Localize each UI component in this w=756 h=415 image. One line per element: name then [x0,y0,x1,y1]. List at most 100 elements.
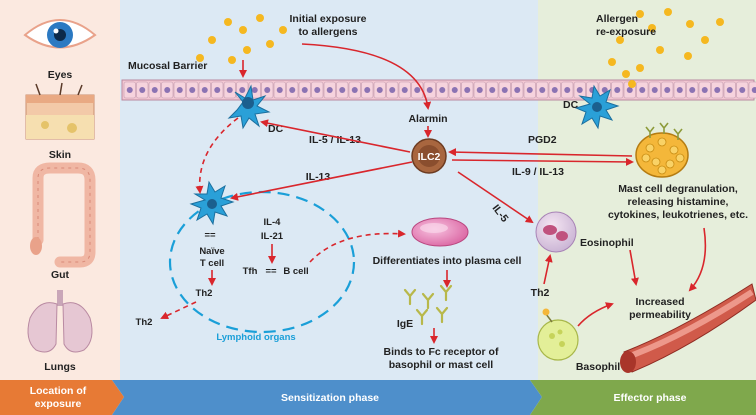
sensitization-phase-label: Sensitization phase [281,392,379,404]
dendritic-cell-effector [574,84,620,130]
plasma-cell-label: Differentiates into plasma cell [373,255,522,267]
organ-label-skin: Skin [49,149,71,161]
arrow-th2-to-eosinophil [543,254,553,285]
b-cell-label: B cell [283,266,308,277]
mast-granule [645,143,655,153]
epithelial-nucleus [126,87,133,93]
epithelial-nucleus [239,87,246,93]
mast-cell-label-1: Mast cell degranulation, [618,183,738,195]
initial-exposure-label-2: to allergens [299,26,358,38]
mast-granule [665,159,675,169]
epithelial-nucleus [576,87,583,93]
epithelial-nucleus [401,87,408,93]
mast-granule [657,165,667,175]
epithelial-nucleus [614,87,621,93]
allergen-dot [622,70,630,78]
allergen-dot [196,54,204,62]
allergen-dot [616,36,624,44]
epithelial-nucleus [526,87,533,93]
effector-phase-bar [530,380,756,415]
increased-label-2: permeability [629,309,691,321]
epithelial-nucleus [726,87,733,93]
epithelial-nucleus [551,87,558,93]
epithelial-nucleus [351,87,358,93]
ige-antibody [435,306,449,324]
epithelial-nucleus [751,87,756,93]
allergen-dot [239,26,247,34]
basophil-cell [537,308,579,361]
arrow-bcell-to-plasma [309,229,406,263]
allergen-dot [701,36,709,44]
lungs-icon [27,290,93,353]
arrow-ilc2-to-lymphoid [230,161,413,201]
ige-receptor [659,122,669,134]
epithelial-nucleus [414,87,421,93]
mast-cell-label-2: releasing histamine, [628,196,729,208]
gut-icon [30,162,96,268]
epithelial-nucleus [314,87,321,93]
epithelial-nucleus [426,87,433,93]
ige-antibody [403,288,417,306]
epithelial-nucleus [689,87,696,93]
epithelial-nucleus [251,87,258,93]
skin-icon [25,82,95,140]
allergen-dot [608,58,616,66]
allergen-dot [716,18,724,26]
il5-il13-label: IL-5 / IL-13 [309,134,361,146]
location-phase-bar [0,380,124,415]
arrow-th2-out [160,301,197,320]
alarmin-label: Alarmin [408,113,447,125]
initial-exposure-label-1: Initial exposure [289,13,366,25]
allergen-dot [636,64,644,72]
epithelial-nucleus [626,87,633,93]
mast-granule [675,153,685,163]
location-label-1: Location of [30,385,87,397]
arrow-mast-to-permeability [688,227,707,292]
epithelial-nucleus [476,87,483,93]
naive-t-cell-label-2: T cell [200,258,224,269]
arrow-mast-to-ilc2 [448,148,633,157]
mast-granule [641,153,651,163]
mast-cell [635,122,689,178]
th2-inner-label: Th2 [196,288,213,299]
mast-granule [657,137,667,147]
epithelial-nucleus [264,87,271,93]
allergen-dot [256,14,264,22]
ilc2-cell [411,138,447,174]
organ-label-gut: Gut [51,269,70,281]
organ-label-lungs: Lungs [44,361,76,373]
epithelial-nucleus [464,87,471,93]
epithelial-nucleus [189,87,196,93]
ige-receptor [645,126,655,138]
epithelial-nucleus [564,87,571,93]
epithelial-nucleus [389,87,396,93]
il21-label: IL-21 [261,231,284,242]
eosinophil-cell [535,211,577,253]
barrier-cells [123,81,756,99]
mast-granule [669,145,679,155]
epithelial-nucleus [164,87,171,93]
allergen-dot [266,40,274,48]
arrow-basophil-to-permeability [577,302,614,327]
epithelial-nucleus [701,87,708,93]
ilc2-label: ILC2 [418,151,441,163]
dendritic-cell-lymphoid [189,180,235,226]
reexposure-label-1: Allergen [596,13,638,25]
epithelial-nucleus [151,87,158,93]
epithelial-nucleus [664,87,671,93]
binds-fc-label-2: basophil or mast cell [389,359,494,371]
allergen-dot [228,56,236,64]
dendritic-cell-sensitization [227,84,271,130]
allergen-particles [196,8,724,88]
th2-effector-label: Th2 [531,287,550,299]
allergen-dot [636,10,644,18]
allergen-dot [648,24,656,32]
arrow-ilc2-to-dc [260,119,411,153]
ige-antibodies [403,284,453,326]
pathway-arrows [160,43,707,344]
epithelial-nucleus [501,87,508,93]
allergen-dot [684,52,692,60]
arrow-exposure-to-alarmin [301,43,432,110]
